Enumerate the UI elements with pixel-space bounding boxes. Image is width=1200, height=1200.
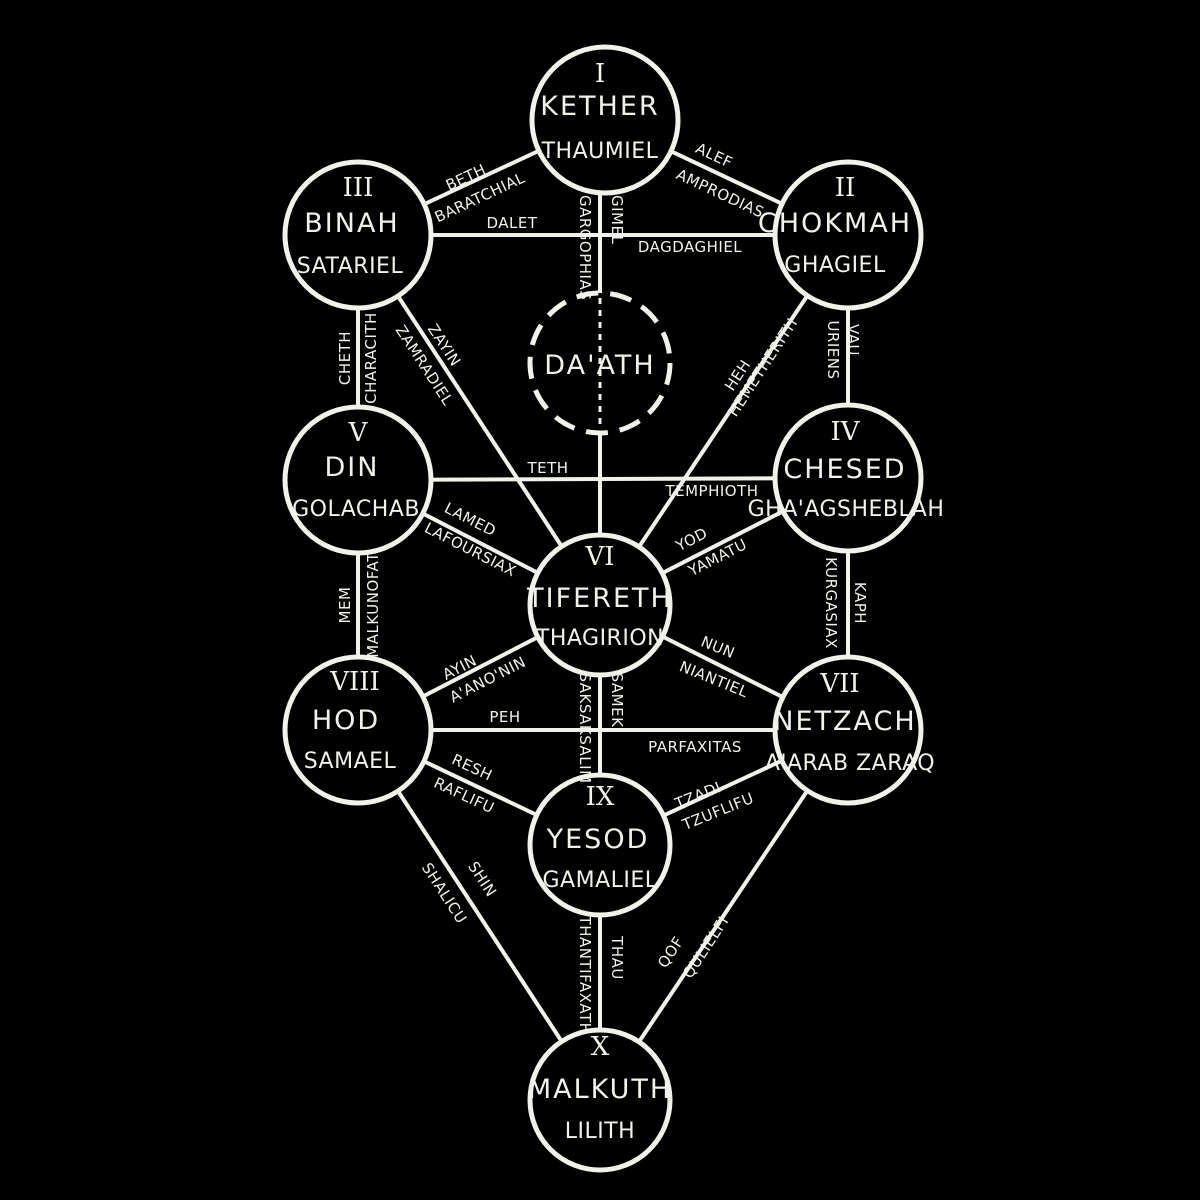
path-shin-letter: SHIN bbox=[464, 858, 500, 900]
kether-numeral: I bbox=[595, 59, 605, 89]
path-vau-tunnel: URIENS bbox=[824, 320, 842, 379]
sephirah-daath: DA'ATH bbox=[527, 290, 673, 436]
sephirah-binah: III BINAH SATARIEL bbox=[282, 159, 434, 311]
hod-circle bbox=[282, 654, 434, 806]
tifereth-qliphah: THAGIRION bbox=[535, 626, 664, 651]
chokmah-qliphah: GHAGIEL bbox=[784, 253, 886, 278]
yesod-qliphah: GAMALIEL bbox=[542, 868, 657, 893]
path-line-teth bbox=[356, 476, 850, 482]
kether-name: KETHER bbox=[540, 91, 659, 122]
path-cheth-letter: CHETH bbox=[336, 331, 354, 385]
malkuth-qliphah: LILITH bbox=[565, 1119, 635, 1144]
sephirah-hod: VIII HOD SAMAEL bbox=[282, 654, 434, 806]
din-name: DIN bbox=[325, 452, 380, 483]
path-dalet-letter: DALET bbox=[486, 214, 537, 232]
path-samek-letter: SAMEK bbox=[608, 673, 626, 728]
path-thau-tunnel: THANTIFAXATH bbox=[576, 915, 594, 1035]
malkuth-circle bbox=[527, 1027, 673, 1173]
path-mem-letter: MEM bbox=[336, 587, 354, 624]
daath-name: DA'ATH bbox=[544, 350, 655, 381]
tifereth-numeral: VI bbox=[584, 542, 614, 572]
sephirah-netzach: VII NETZACH A'ARAB ZARAQ bbox=[765, 654, 935, 806]
hod-numeral: VIII bbox=[329, 667, 380, 697]
sephirah-yesod: IX YESOD GAMALIEL bbox=[527, 772, 673, 918]
path-cheth-tunnel: CHARACITH bbox=[362, 312, 380, 404]
malkuth-numeral: X bbox=[591, 1032, 610, 1062]
binah-qliphah: SATARIEL bbox=[297, 254, 404, 279]
path-vau-letter: VAU bbox=[844, 324, 862, 356]
path-alef-letter: ALEF bbox=[693, 139, 736, 172]
binah-name: BINAH bbox=[304, 208, 399, 239]
path-peh-letter: PEH bbox=[489, 708, 520, 726]
path-resh-letter: RESH bbox=[449, 750, 495, 784]
path-qof-tunnel: QULIELFI bbox=[679, 913, 732, 982]
netzach-circle bbox=[772, 654, 924, 806]
yesod-numeral: IX bbox=[586, 782, 615, 812]
sephirah-chesed: IV CHESED GHA'AGSHEBLAH bbox=[748, 402, 945, 554]
yesod-circle bbox=[527, 772, 673, 918]
netzach-name: NETZACH bbox=[773, 706, 916, 737]
kether-circle bbox=[529, 44, 681, 196]
din-numeral: V bbox=[348, 418, 369, 448]
binah-numeral: III bbox=[343, 173, 374, 203]
netzach-numeral: VII bbox=[819, 669, 859, 699]
chokmah-numeral: II bbox=[835, 173, 856, 203]
yesod-name: YESOD bbox=[546, 824, 650, 855]
chokmah-circle bbox=[772, 159, 924, 311]
path-samek-tunnel: SAKSAKSALIM bbox=[576, 672, 594, 783]
binah-circle bbox=[282, 159, 434, 311]
sephirah-chokmah: II CHOKMAH GHAGIEL bbox=[758, 159, 924, 311]
path-kaph-letter: KAPH bbox=[851, 582, 869, 624]
hod-qliphah: SAMAEL bbox=[304, 749, 397, 774]
kether-qliphah: THAUMIEL bbox=[541, 139, 659, 164]
tifereth-name: TIFERETH bbox=[526, 583, 673, 614]
tifereth-circle bbox=[527, 532, 673, 678]
chesed-name: CHESED bbox=[783, 454, 906, 485]
chesed-qliphah: GHA'AGSHEBLAH bbox=[748, 497, 945, 522]
din-circle bbox=[282, 404, 434, 556]
sephirah-din: V DIN GOLACHAB bbox=[282, 404, 434, 556]
path-thau-letter: THAU bbox=[608, 935, 626, 980]
hod-name: HOD bbox=[312, 705, 380, 736]
path-gimel-tunnel: GARGOPHIAS bbox=[576, 195, 594, 300]
daath-dashed-circle bbox=[527, 290, 673, 436]
path-dalet-tunnel: DAGDAGHIEL bbox=[638, 238, 742, 256]
path-gimel-letter: GIMEL bbox=[608, 195, 626, 244]
chesed-circle bbox=[772, 402, 924, 554]
netzach-qliphah: A'ARAB ZARAQ bbox=[765, 751, 935, 776]
chokmah-name: CHOKMAH bbox=[758, 208, 912, 239]
path-peh-tunnel: PARFAXITAS bbox=[648, 738, 742, 756]
malkuth-name: MALKUTH bbox=[528, 1074, 672, 1105]
chesed-numeral: IV bbox=[830, 417, 860, 447]
path-kaph-tunnel: KURGASIAX bbox=[822, 557, 840, 649]
path-teth-tunnel: TEMPHIOTH bbox=[664, 482, 758, 500]
path-teth-letter: TETH bbox=[526, 459, 568, 477]
sephirah-tifereth: VI TIFERETH THAGIRION bbox=[526, 532, 673, 678]
sephirah-malkuth: X MALKUTH LILITH bbox=[527, 1027, 673, 1173]
sephirah-kether: I KETHER THAUMIEL bbox=[529, 44, 681, 196]
path-mem-tunnel: MALKUNOFAT bbox=[364, 552, 382, 658]
din-qliphah: GOLACHAB bbox=[292, 497, 420, 522]
